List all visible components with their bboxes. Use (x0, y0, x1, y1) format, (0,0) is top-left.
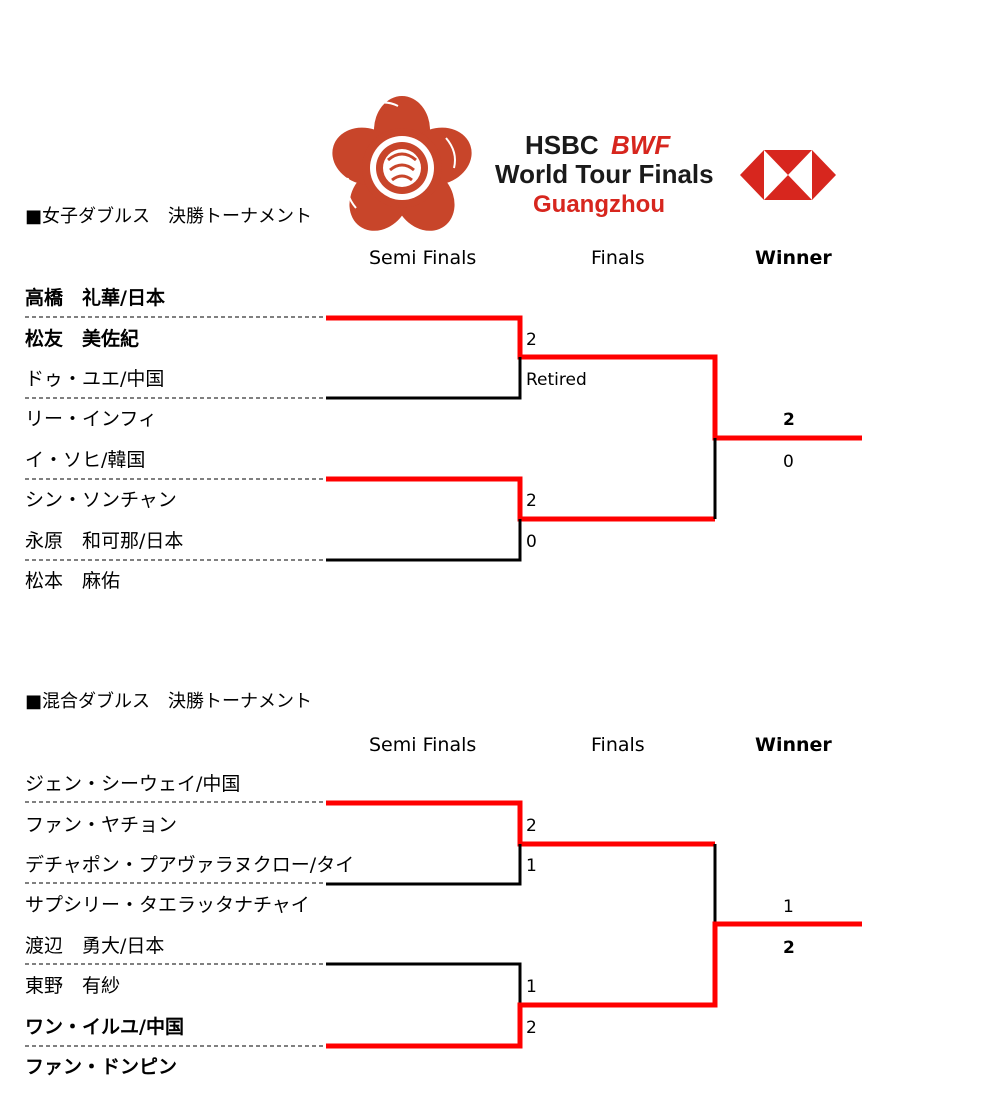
logo-hsbc: HSBC (525, 130, 599, 160)
mixed-player-5: 渡辺 勇大/日本 (25, 935, 165, 957)
mixed-semi2-score-bottom: 2 (526, 1018, 537, 1038)
mixed-semi2-winner-path (326, 921, 862, 1049)
womens-player-7: 永原 和可那/日本 (25, 530, 184, 552)
womens-semi1-loser-path (326, 357, 522, 400)
womens-header-semi: Semi Finals (369, 247, 477, 269)
womens-player-8: 松本 麻佑 (25, 570, 121, 592)
mixed-final-score-bottom: 2 (783, 938, 795, 958)
mixed-semi2-loser-path (326, 962, 522, 1005)
womens-player-1: 高橋 礼華/日本 (25, 287, 165, 309)
mixed-semi2-score-top: 1 (526, 977, 537, 997)
womens-semi2-winner-path (326, 476, 715, 522)
womens-semi1-score-bottom: Retired (526, 370, 587, 390)
mixed-semi1-score-top: 2 (526, 816, 537, 836)
womens-player-4: リー・インフィ (25, 408, 158, 430)
mixed-player-1: ジェン・シーウェイ/中国 (25, 773, 241, 795)
womens-title: ■女子ダブルス 決勝トーナメント (25, 206, 313, 227)
logo-bwf: BWF (611, 130, 671, 160)
mixed-player-2: ファン・ヤチョン (25, 814, 178, 836)
womens-player-5: イ・ソヒ/韓国 (25, 449, 146, 471)
womens-semi1-score-top: 2 (526, 330, 537, 350)
mixed-player-3: デチャポン・プアヴァラヌクロー/タイ (25, 854, 355, 876)
womens-semi2-score-top: 2 (526, 491, 537, 511)
mixed-title: ■混合ダブルス 決勝トーナメント (25, 691, 313, 712)
mixed-final-score-top: 1 (783, 897, 794, 917)
mixed-player-7: ワン・イルユ/中国 (25, 1016, 184, 1038)
womens-player-6: シン・ソンチャン (25, 489, 177, 511)
womens-player-3: ドゥ・ユエ/中国 (25, 368, 165, 390)
mixed-header-semi: Semi Finals (369, 734, 477, 756)
mixed-semi1-winner-path (326, 800, 715, 847)
logo-city: Guangzhou (533, 191, 665, 218)
womens-semi2-loser-path (326, 519, 522, 562)
womens-final-score-bottom: 0 (783, 452, 794, 472)
womens-final-score-top: 2 (783, 410, 795, 430)
womens-header-winner: Winner (755, 247, 832, 269)
womens-semi1-winner-path (326, 315, 862, 441)
mixed-player-4: サプシリー・タエラッタナチャイ (25, 894, 310, 916)
womens-player-2: 松友 美佐紀 (25, 328, 140, 350)
mixed-player-8: ファン・ドンピン (25, 1056, 178, 1078)
mixed-semi1-loser-path (326, 844, 522, 886)
mixed-header-final: Finals (591, 734, 645, 756)
mixed-semi1-score-bottom: 1 (526, 856, 537, 876)
flower-logo-icon (332, 96, 472, 231)
hsbc-hexagon-icon (740, 150, 836, 200)
mixed-player-6: 東野 有紗 (25, 975, 121, 997)
womens-header-final: Finals (591, 247, 645, 269)
logo-event: World Tour Finals (495, 159, 714, 189)
womens-semi2-score-bottom: 0 (526, 532, 537, 552)
mixed-header-winner: Winner (755, 734, 832, 756)
